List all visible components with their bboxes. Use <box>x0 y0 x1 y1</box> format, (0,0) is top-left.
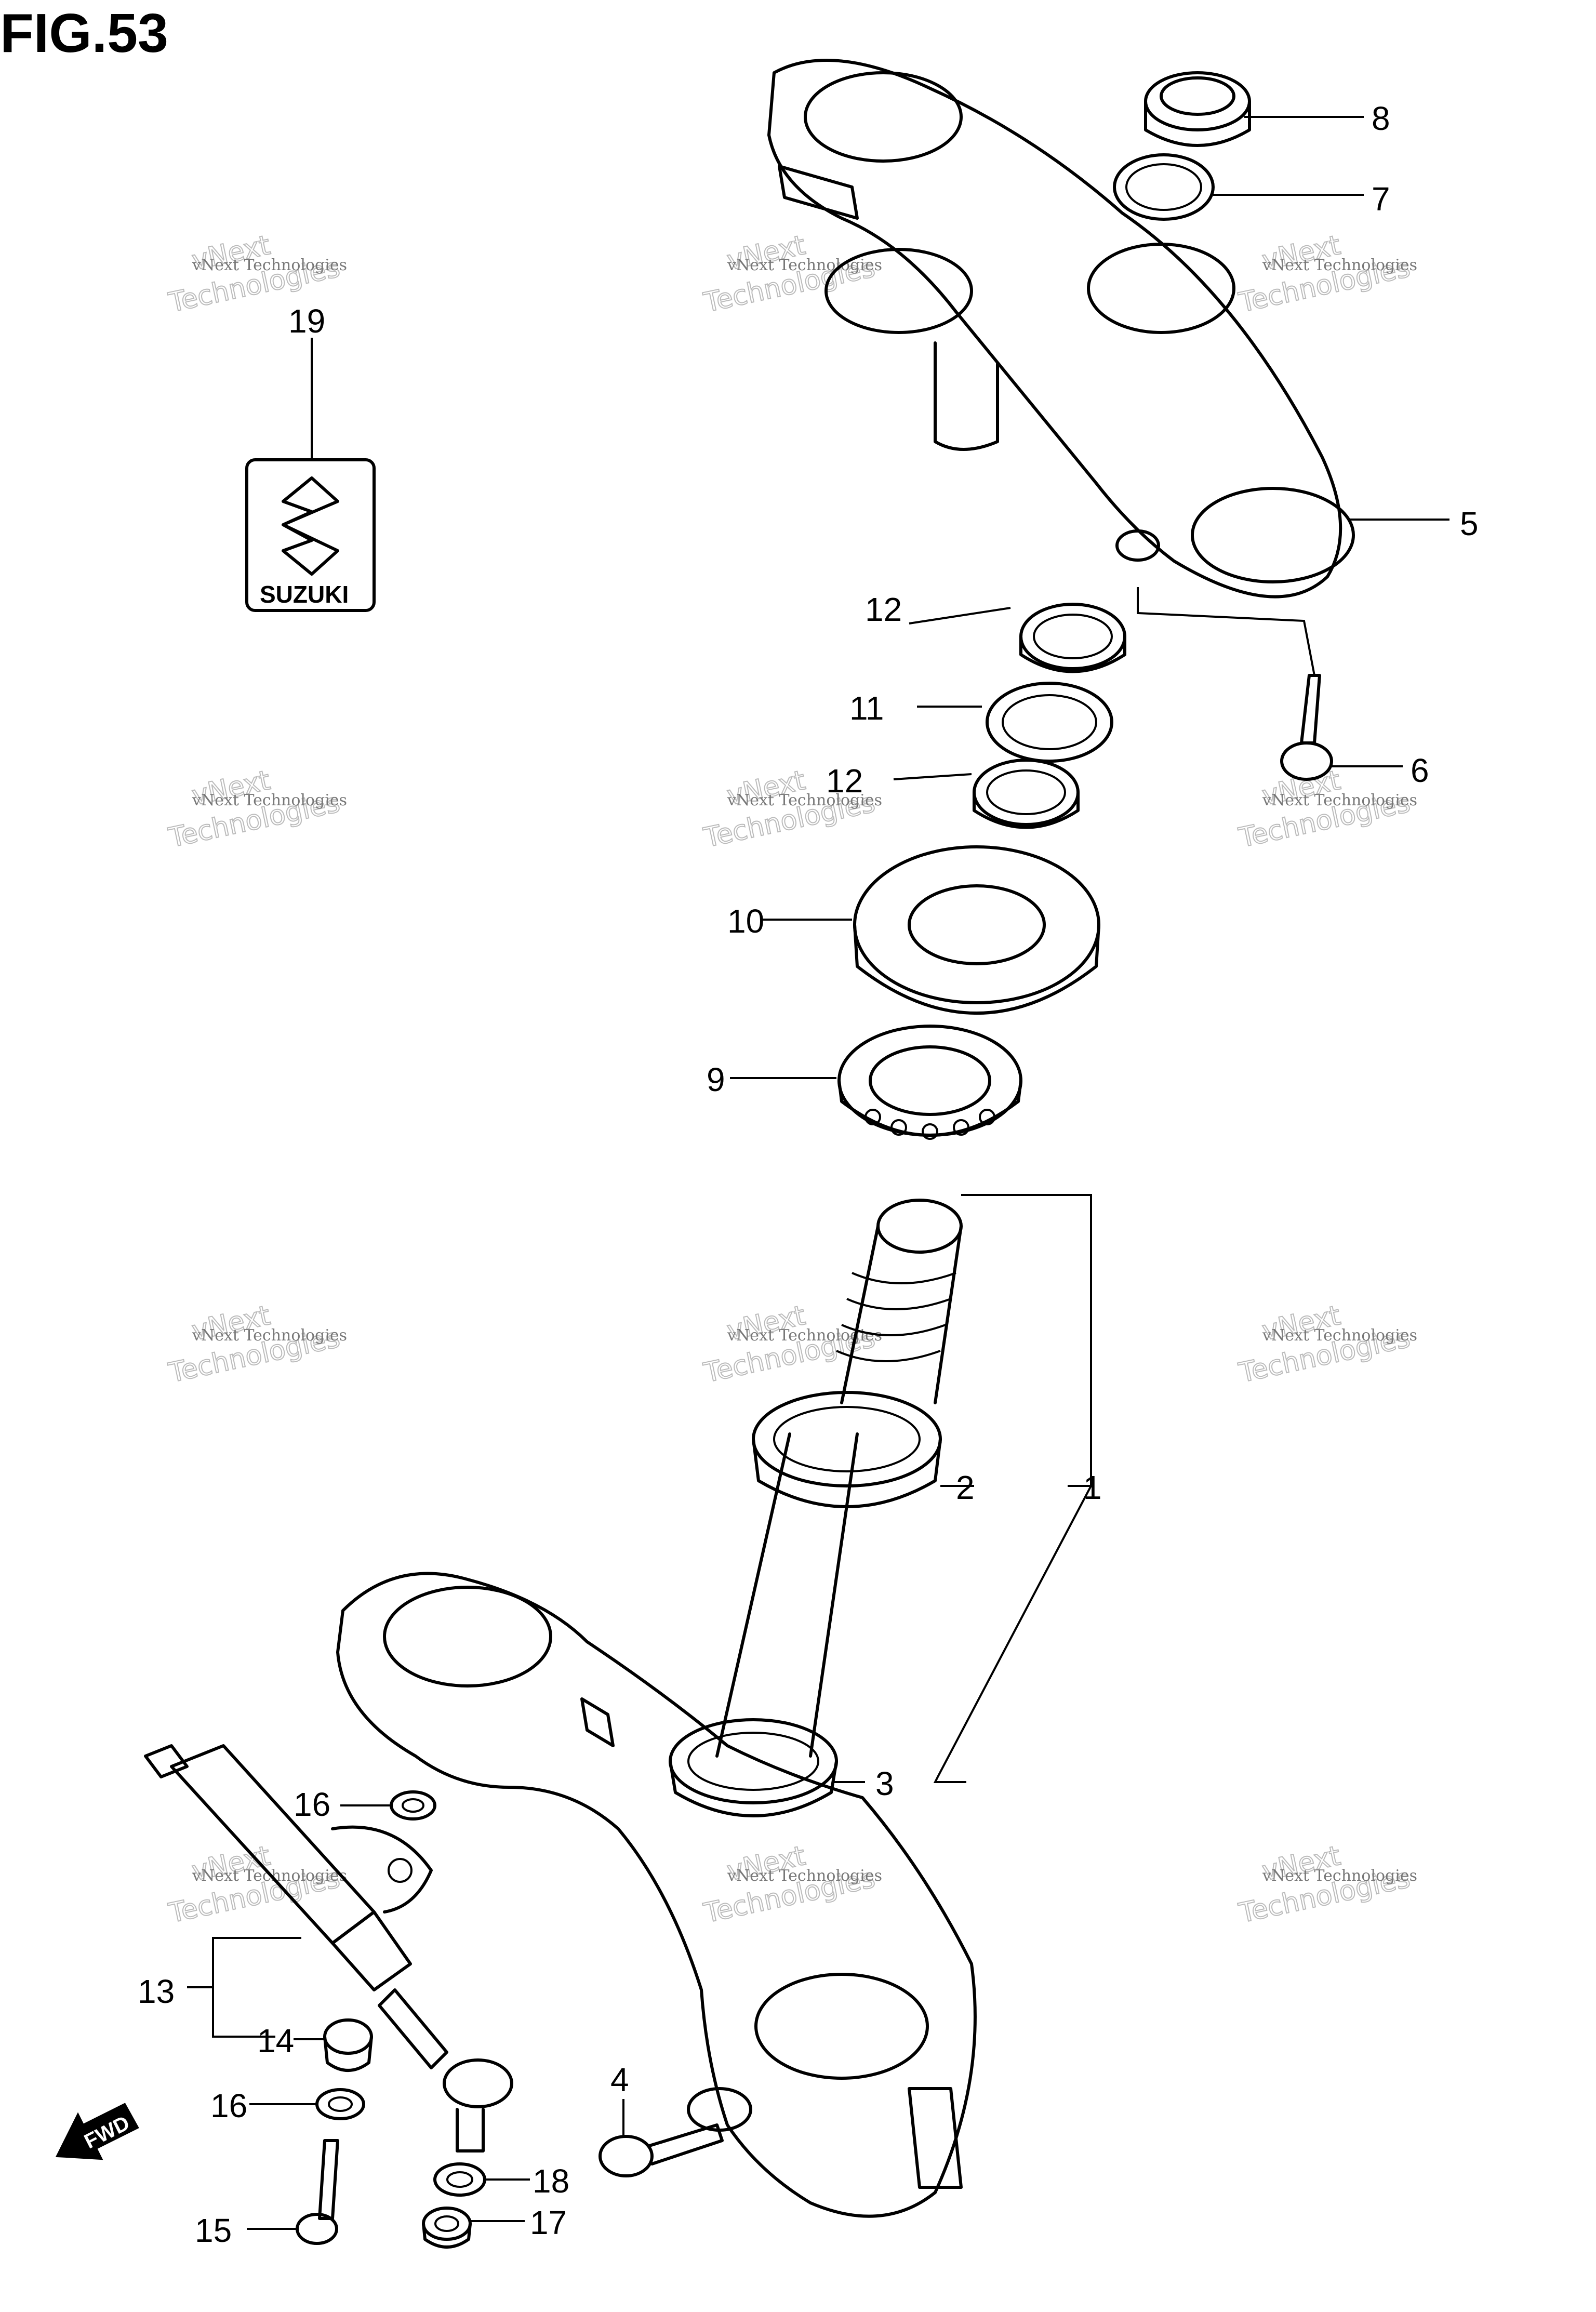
part-8-stem-nut[interactable] <box>1144 71 1251 147</box>
callout-6[interactable]: 6 <box>1411 752 1429 789</box>
watermark-small: vNext Technologies <box>727 1867 882 1885</box>
lower-bracket <box>336 1572 977 2218</box>
watermark: vNext Technologies vNext Technologies <box>165 1299 347 1389</box>
watermark: vNext Technologies vNext Technologies <box>700 1840 882 1930</box>
part-12-upper-nut[interactable] <box>1019 603 1126 673</box>
callout-19[interactable]: 19 <box>288 302 325 340</box>
part-17-nut[interactable] <box>422 2207 472 2249</box>
callout-5[interactable]: 5 <box>1460 505 1479 542</box>
callout-17[interactable]: 17 <box>530 2204 567 2241</box>
watermark-layer: vNext Technologies vNext Technologies vN… <box>165 229 1417 1930</box>
watermark-small: vNext Technologies <box>1262 791 1417 809</box>
callout-12-upper[interactable]: 12 <box>865 591 902 628</box>
callout-16-lower[interactable]: 16 <box>210 2087 247 2124</box>
part-14-spacer[interactable] <box>323 2018 373 2072</box>
part-11-washer[interactable] <box>986 682 1113 763</box>
part-10-dust-seal[interactable] <box>853 845 1100 1015</box>
watermark-small: vNext Technologies <box>1262 256 1417 274</box>
part-9-bearing[interactable] <box>837 1025 1022 1140</box>
forward-marker: FWD <box>55 2103 139 2160</box>
callout-14[interactable]: 14 <box>257 2022 294 2059</box>
part-4-bolt[interactable] <box>598 2123 724 2177</box>
watermark: vNext Technologies vNext Technologies <box>1235 229 1417 319</box>
watermark-small: vNext Technologies <box>192 791 347 809</box>
callout-7[interactable]: 7 <box>1372 180 1390 218</box>
watermark: vNext Technologies vNext Technologies <box>1235 1840 1417 1930</box>
part-16-lower-washer[interactable] <box>315 2088 365 2120</box>
callout-2[interactable]: 2 <box>956 1469 975 1506</box>
watermark: vNext Technologies vNext Technologies <box>700 229 882 319</box>
watermark-small: vNext Technologies <box>1262 1326 1417 1345</box>
callout-3[interactable]: 3 <box>875 1765 894 1802</box>
callout-1[interactable]: 1 <box>1083 1469 1102 1506</box>
emblem-brand-text: SUZUKI <box>260 581 349 608</box>
part-15-bolt[interactable] <box>296 2139 339 2245</box>
callout-16-upper[interactable]: 16 <box>294 1786 330 1823</box>
part-2-upper-race[interactable] <box>752 1391 942 1508</box>
part-1-steering-stem[interactable] <box>715 1199 963 1758</box>
suzuki-s-logo-icon <box>282 476 339 576</box>
part-19-emblem[interactable]: SUZUKI <box>245 458 376 612</box>
leader-lines <box>187 116 1449 2230</box>
watermark-small: vNext Technologies <box>727 256 882 274</box>
callout-18[interactable]: 18 <box>533 2162 569 2200</box>
watermark: vNext Technologies vNext Technologies <box>1235 1299 1417 1389</box>
callout-15[interactable]: 15 <box>195 2212 232 2249</box>
forward-arrow-icon <box>55 2103 139 2160</box>
part-13-steering-damper[interactable] <box>144 1744 513 2152</box>
callout-4[interactable]: 4 <box>610 2061 629 2098</box>
watermark: vNext Technologies vNext Technologies <box>165 764 347 854</box>
part-6-bolt[interactable] <box>1280 674 1333 781</box>
watermark-small: vNext Technologies <box>727 1326 882 1345</box>
watermark-small: vNext Technologies <box>727 791 882 809</box>
callout-9[interactable]: 9 <box>707 1061 725 1098</box>
part-18-washer[interactable] <box>433 2162 486 2197</box>
part-12-lower-nut[interactable] <box>973 759 1080 829</box>
part-7-washer[interactable] <box>1113 153 1215 221</box>
callout-labels: 1 2 3 4 5 6 7 8 9 10 11 12 12 13 14 15 1… <box>138 100 1479 2249</box>
callout-12-lower[interactable]: 12 <box>826 762 863 800</box>
watermark: vNext Technologies vNext Technologies <box>1235 764 1417 854</box>
part-5-upper-bracket[interactable] <box>767 59 1355 599</box>
emblem-plate <box>245 458 376 612</box>
part-3-lower-race[interactable] <box>669 1718 838 1817</box>
callout-11[interactable]: 11 <box>849 689 884 727</box>
watermark-small: vNext Technologies <box>192 256 347 274</box>
figure-title: FIG.53 <box>0 3 168 64</box>
watermark-small: vNext Technologies <box>1262 1867 1417 1885</box>
callout-10[interactable]: 10 <box>727 902 764 940</box>
callout-13[interactable]: 13 <box>138 1973 175 2010</box>
watermark-small: vNext Technologies <box>192 1326 347 1345</box>
part-16-upper-washer[interactable] <box>390 1790 436 1821</box>
callout-8[interactable]: 8 <box>1372 100 1390 137</box>
